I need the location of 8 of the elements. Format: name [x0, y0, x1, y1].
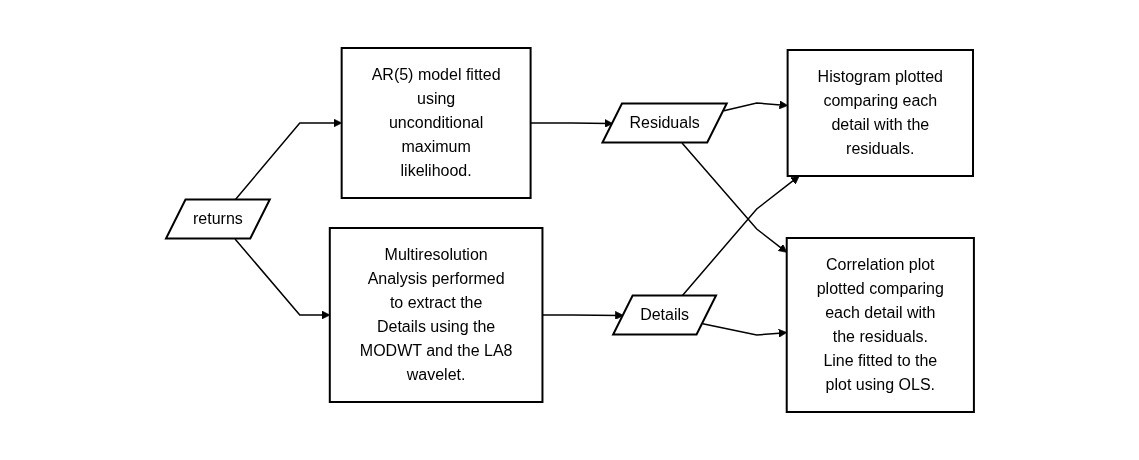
node-box: Multiresolution Analysis performed to extract the Details using the MODWT and the LA8 wavelet. — [328, 227, 543, 403]
arrow — [701, 322, 787, 338]
node-box: Histogram plotted comparing each detail with the residuals. — [786, 49, 974, 177]
node-box: AR(5) model fitted using unconditional maximum likelihood. — [340, 47, 532, 199]
arrow — [722, 100, 788, 112]
arrow — [680, 142, 787, 253]
arrow — [233, 238, 330, 320]
node-box: Correlation plot plotted comparing each detail with the residuals. Line fitted to the plot using OLS. — [785, 237, 975, 413]
